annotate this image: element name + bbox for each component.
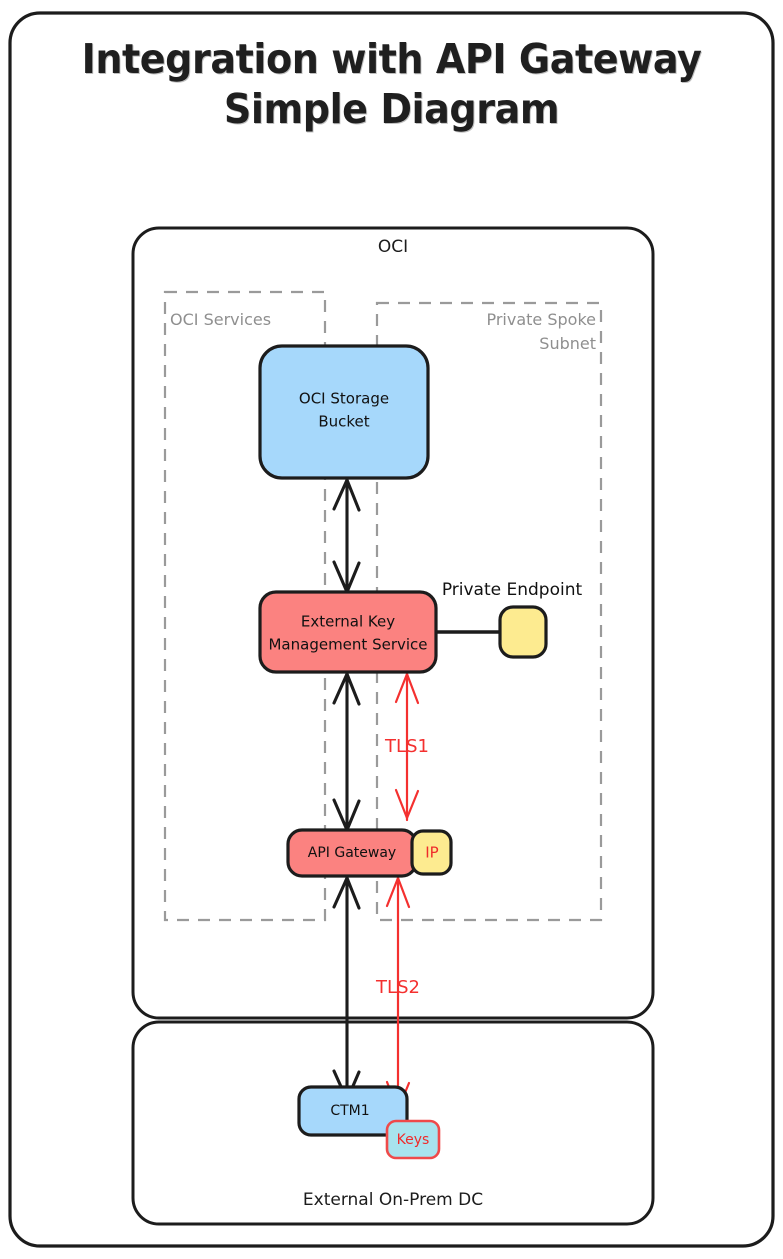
node-ip-badge[interactable]: IP [410, 829, 453, 876]
edge-tls1-arrowhead-up [394, 672, 420, 705]
group-oci-services-label: OCI Services [170, 310, 271, 329]
group-private-spoke-subnet-label-1: Private Spoke [486, 310, 596, 329]
node-keys-label: Keys [397, 1132, 430, 1148]
node-private-endpoint-label: Private Endpoint [442, 580, 583, 600]
node-private-endpoint[interactable]: Private Endpoint [442, 580, 583, 659]
node-external-kms[interactable]: External Key Management Service [258, 590, 438, 674]
node-api-gateway[interactable]: API Gateway [286, 828, 418, 878]
node-oci-storage-bucket-label-2: Bucket [318, 413, 369, 431]
edge-kms-apigw-arrowhead-up [332, 672, 361, 706]
node-ctm1-label: CTM1 [330, 1103, 369, 1119]
node-ip-badge-shape [410, 829, 453, 876]
node-ctm1-shape [297, 1085, 409, 1137]
group-private-spoke-subnet-label-2: Subnet [539, 334, 596, 353]
node-private-endpoint-shape [498, 605, 548, 659]
edge-tls1-label: TLS1 [384, 736, 429, 757]
edge-apigw-ctm1-arrowhead-up [332, 876, 361, 910]
node-oci-storage-bucket-label-1: OCI Storage [299, 390, 389, 408]
node-external-kms-label-1: External Key [301, 613, 395, 631]
node-oci-storage-bucket-shape [258, 344, 430, 480]
edge-bucket-kms-arrowhead-up [332, 478, 361, 512]
edge-tls1-arrowhead-down [394, 788, 420, 820]
edge-tls2-label: TLS2 [375, 977, 420, 998]
node-oci-storage-bucket[interactable]: OCI Storage Bucket [258, 344, 430, 480]
oci-container-label: OCI [378, 237, 408, 257]
node-ctm1[interactable]: CTM1 [297, 1085, 409, 1137]
node-external-kms-label-2: Management Service [268, 636, 427, 654]
node-keys[interactable]: Keys [385, 1119, 441, 1160]
onprem-container-label: External On-Prem DC [303, 1190, 483, 1210]
node-api-gateway-label: API Gateway [308, 845, 396, 861]
edge-tls2-arrowhead-up [385, 876, 411, 909]
node-ip-badge-label: IP [425, 844, 438, 862]
node-keys-shape [385, 1119, 441, 1160]
node-external-kms-shape [258, 590, 438, 674]
